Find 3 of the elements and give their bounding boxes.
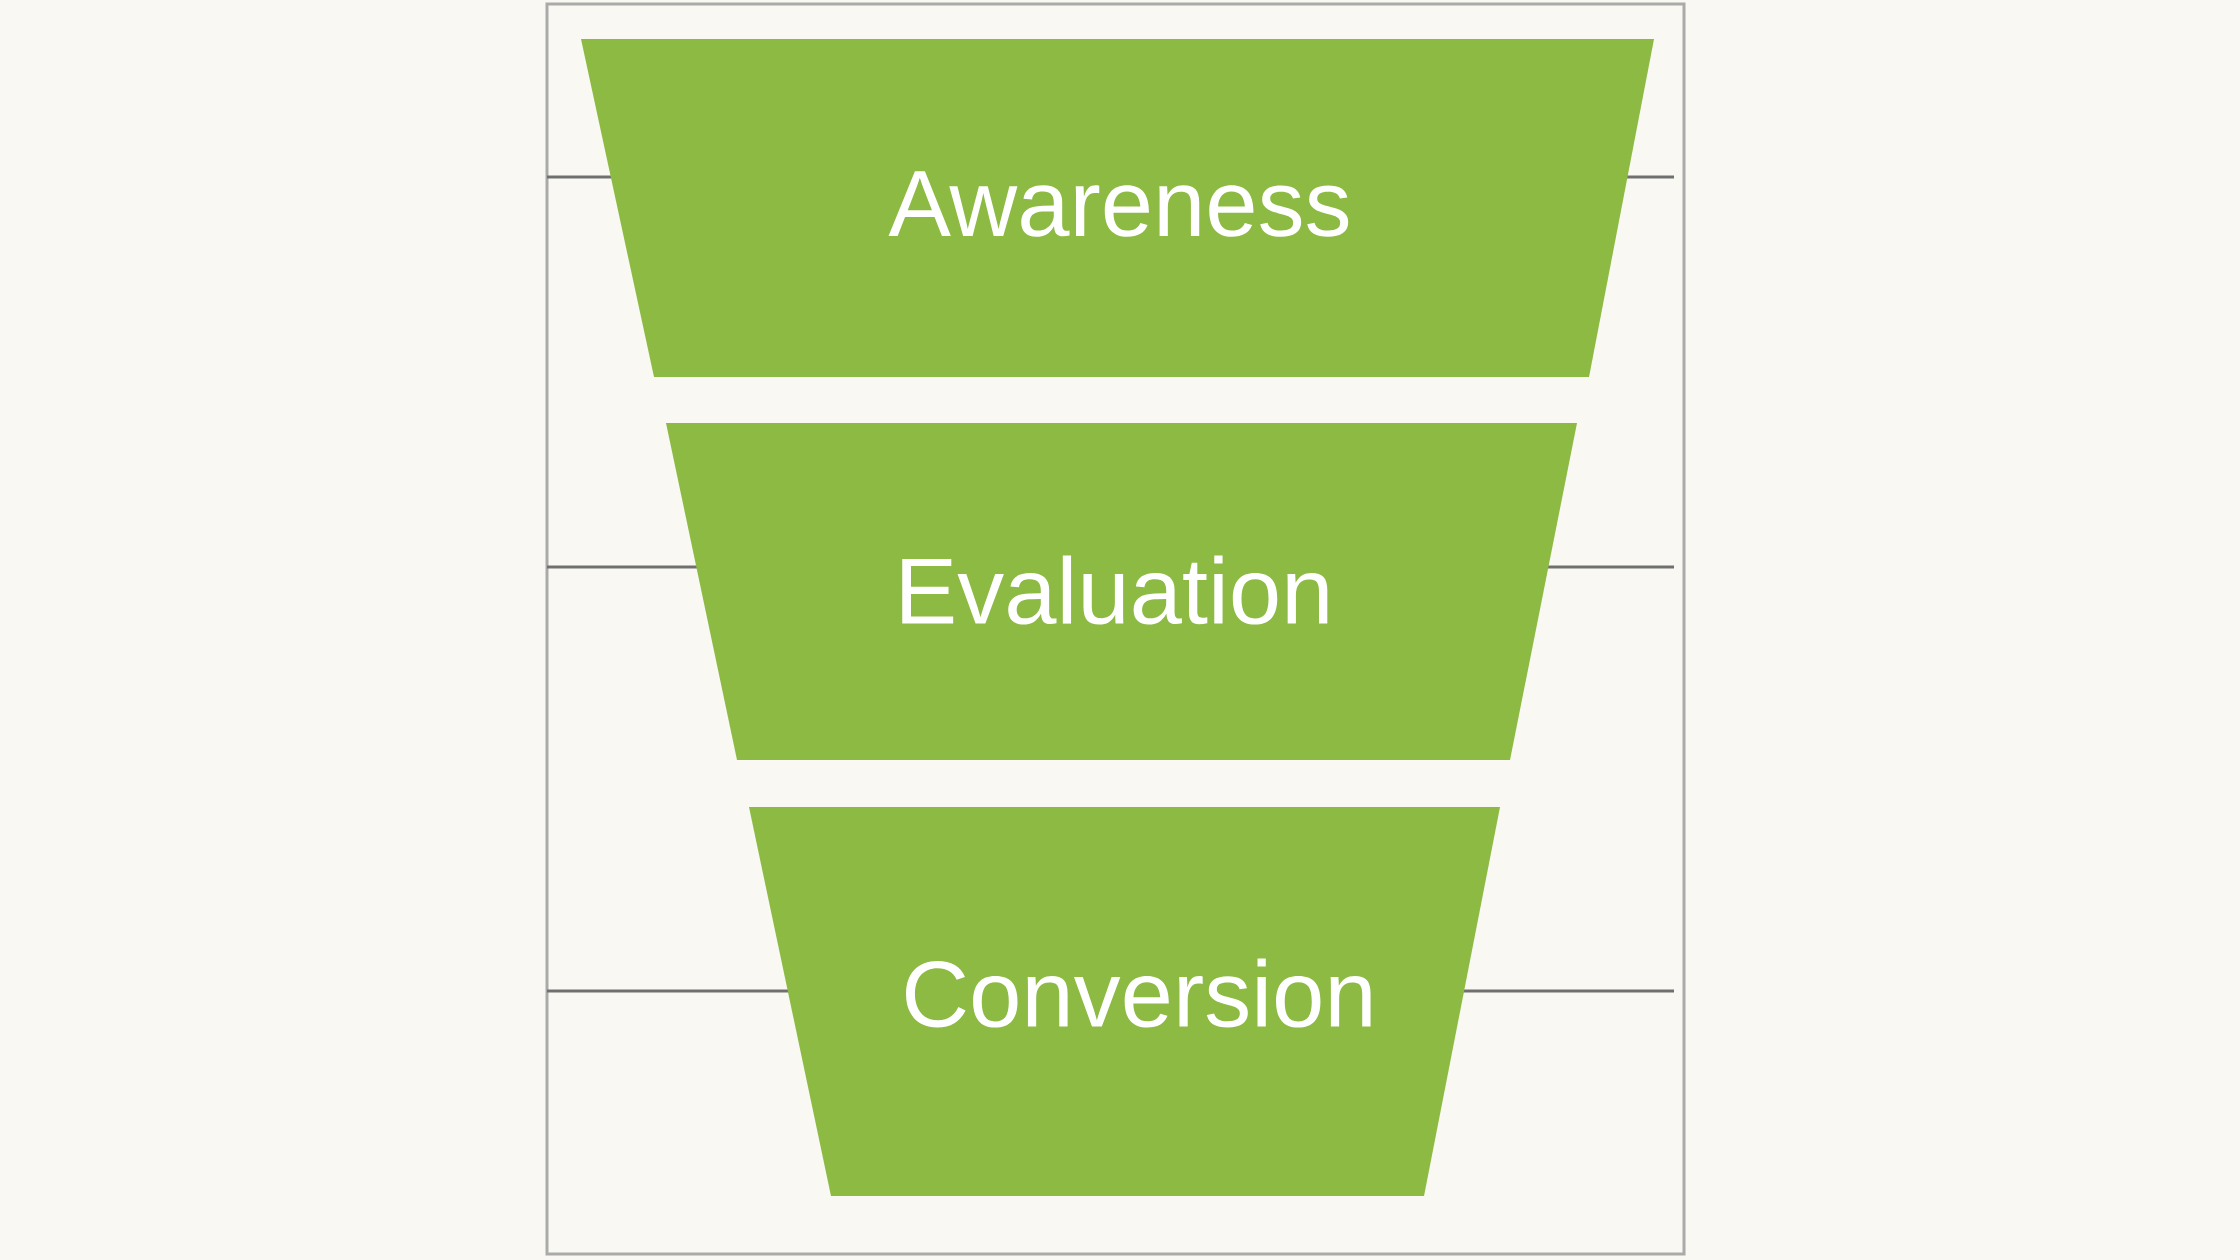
funnel-stage: Evaluation bbox=[666, 423, 1577, 760]
funnel-stage: Awareness bbox=[581, 39, 1654, 377]
funnel-stage: Conversion bbox=[749, 807, 1500, 1196]
